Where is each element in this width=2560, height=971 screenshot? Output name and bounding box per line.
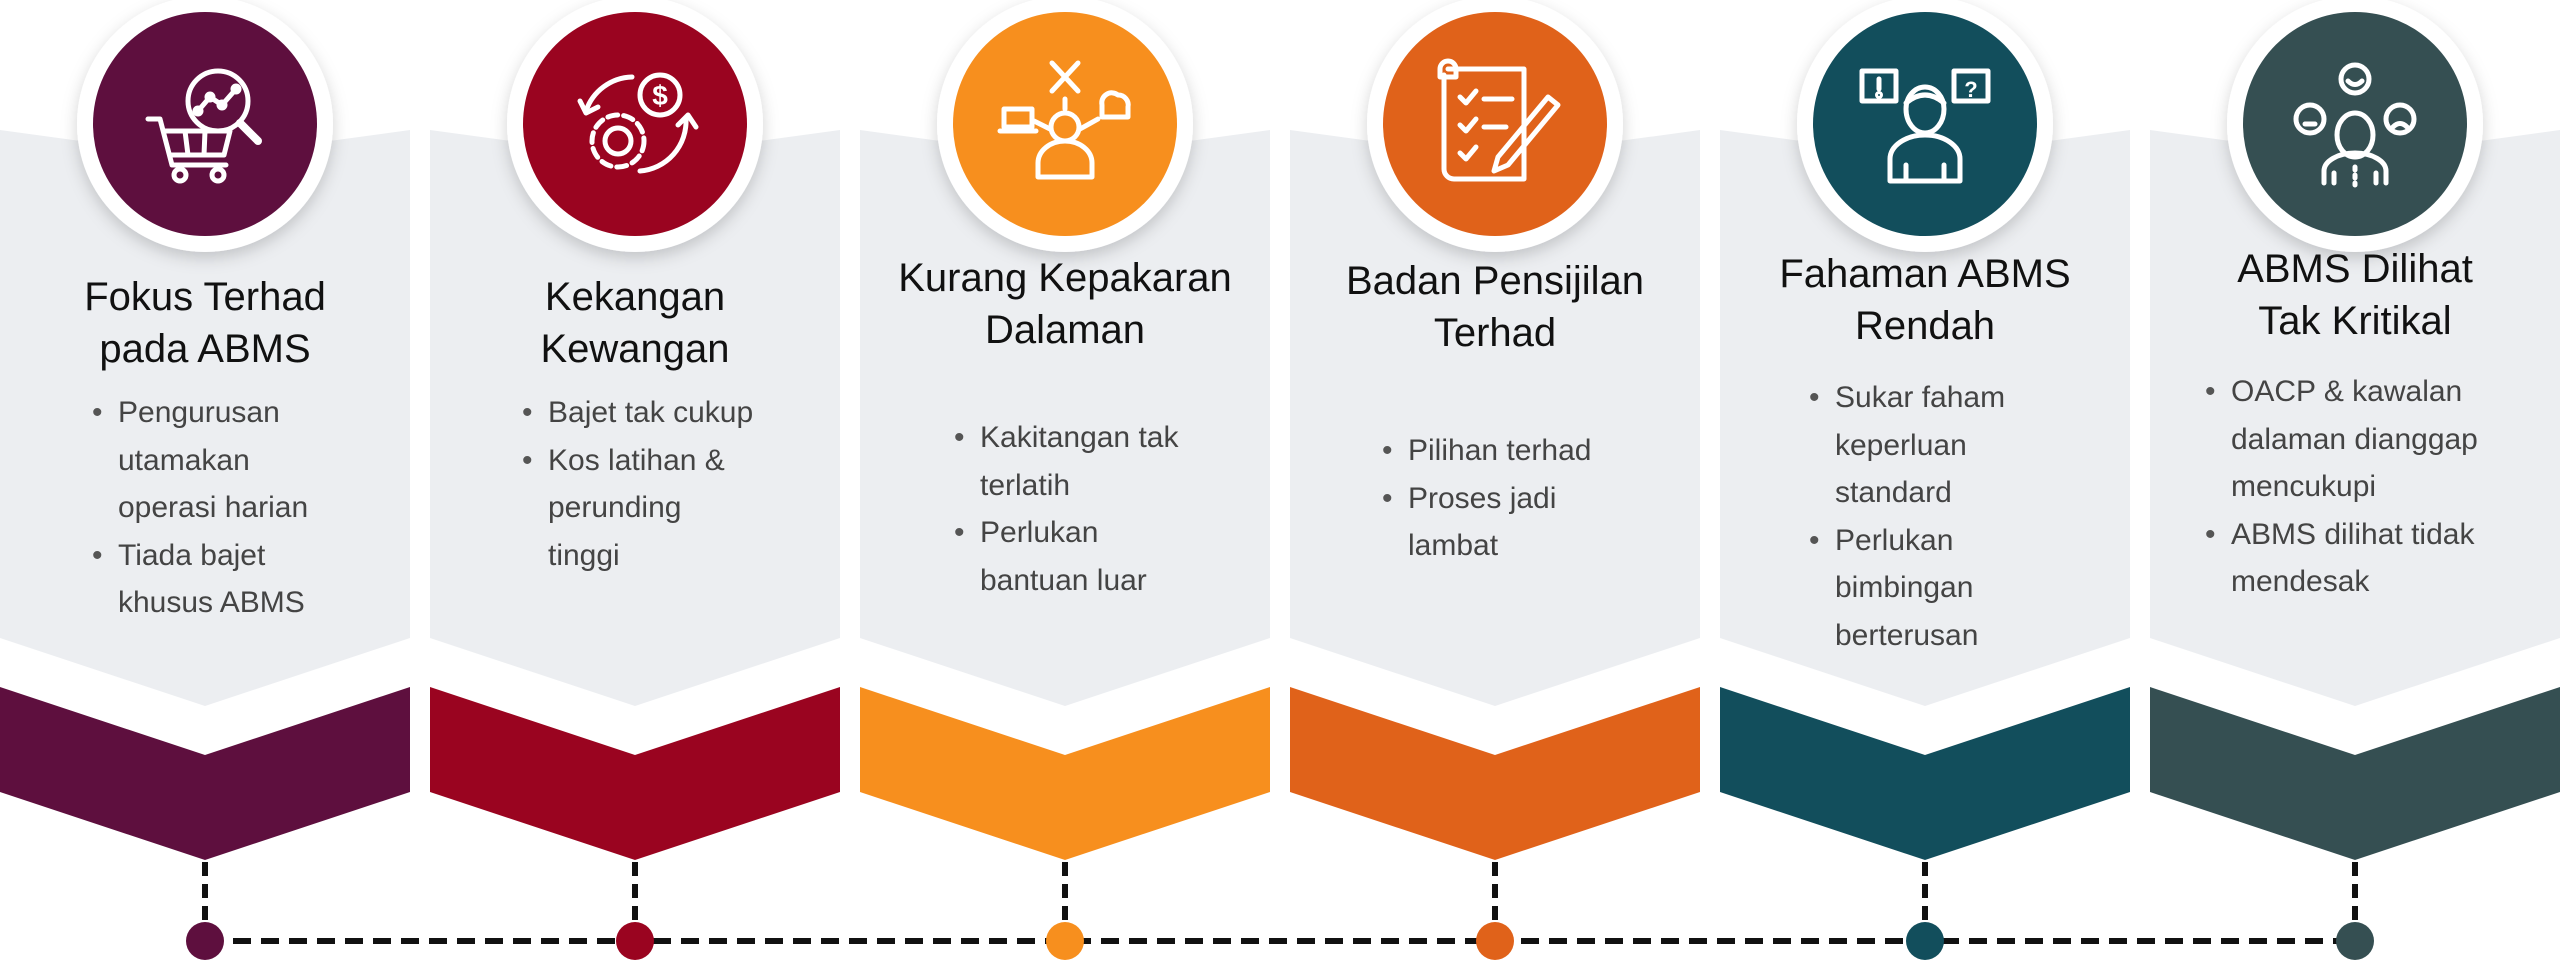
column-4: Badan PensijilanTerhadPilihan terhadPros… xyxy=(1290,0,1700,971)
bullet-line: Proses jadi xyxy=(1408,481,1557,515)
bullet-line: Bajet tak cukup xyxy=(548,396,754,429)
bullet-item: Bajet tak cukup xyxy=(522,389,754,437)
column-chevron xyxy=(1720,687,2130,860)
column-title: Fokus Terhad pada ABMS xyxy=(0,271,410,375)
bullet-line: standard xyxy=(1835,476,1952,509)
bullet-line: Pengurusan xyxy=(118,396,280,429)
column-title-line: Fahaman ABMS xyxy=(1779,252,2071,296)
column-title-line: Kekangan xyxy=(544,275,726,319)
bullet-item: Kakitangan tak terlatih xyxy=(954,414,1179,509)
expert-tools-person-icon xyxy=(997,60,1131,180)
bullet-line: tinggi xyxy=(548,538,620,572)
icon-circle xyxy=(523,12,747,236)
bullet-line: ABMS dilihat tidak xyxy=(2231,517,2475,551)
bullet-item: ABMS dilihat tidak mendesak xyxy=(2205,511,2478,606)
person-emotions-icon xyxy=(2293,62,2417,188)
bullet-list: Kakitangan tak terlatihPerlukan bantuan lu… xyxy=(954,414,1179,604)
bullet-list: OACP & kawalan dalaman dianggap mencukupiA… xyxy=(2205,368,2478,606)
column-title-line: Fokus Terhad xyxy=(84,275,326,319)
bullet-line: mendesak xyxy=(2231,565,2370,598)
bullet-line: lambat xyxy=(1408,529,1499,562)
icon-circle xyxy=(2243,12,2467,236)
column-title-line: Badan Pensijilan xyxy=(1346,259,1644,303)
column-chevron xyxy=(430,687,840,860)
column-1: Fokus Terhad pada ABMS Pengurusan utamakan o… xyxy=(0,0,410,971)
shopping-cart-analytics-icon xyxy=(145,68,262,184)
column-chevron xyxy=(1290,687,1700,860)
icon-circle xyxy=(93,12,317,236)
bullet-line: keperluan xyxy=(1835,428,1967,462)
bullet-line: khusus ABMS xyxy=(118,586,305,619)
icon-circle xyxy=(1813,12,2037,236)
checklist-pen-icon xyxy=(1437,58,1561,182)
bullet-item: Pilihan terhad xyxy=(1382,427,1592,475)
person-question-icon: ? xyxy=(1859,68,1991,184)
column-chevron xyxy=(2150,687,2560,860)
bullet-item: Perlukan bantuan luar xyxy=(954,509,1178,604)
column-title-line: ABMS Dilihat xyxy=(2237,247,2473,291)
column-title-line: Tak Kritikal xyxy=(2258,299,2452,343)
bullet-item: Pengurusan utamakan operasi harian xyxy=(92,389,309,532)
column-title-line: Rendah xyxy=(1854,304,1996,348)
bullet-list: Sukar faham keperluan standardPerlukan bimb… xyxy=(1809,374,2006,660)
timeline-dot xyxy=(616,922,654,960)
timeline-dot xyxy=(1906,922,1944,960)
bullet-line: Pilihan terhad xyxy=(1408,434,1592,467)
column-3: Kurang KepakaranDalamanKakitangan tak ter… xyxy=(860,0,1270,971)
column-panel xyxy=(1290,130,1700,706)
bullet-item: Kos latihan & perunding tinggi xyxy=(522,437,753,580)
bullet-line: utamakan xyxy=(118,443,250,477)
timeline-dot xyxy=(1476,922,1514,960)
column-title-line: Terhad xyxy=(1433,311,1557,355)
bullet-item: Sukar faham keperluan standard xyxy=(1809,374,2006,517)
bullet-line: mencukupi xyxy=(2231,470,2377,503)
column-title: Fahaman ABMS Rendah xyxy=(1720,248,2130,352)
bullet-list: Bajet tak cukupKos latihan & perunding tin… xyxy=(522,389,754,580)
bullet-line: terlatih xyxy=(980,468,1071,502)
bullet-line: perunding xyxy=(548,491,682,524)
bullet-line: berterusan xyxy=(1835,618,1979,652)
bullet-line: bantuan luar xyxy=(980,563,1147,597)
bullet-item: Tiada bajet khusus ABMS xyxy=(92,532,308,627)
money-gear-cycle-icon: $ xyxy=(577,72,699,174)
bullet-line: Kos latihan & xyxy=(548,443,725,477)
bullet-item: Perlukan bimbingan berterusan xyxy=(1809,517,2005,660)
column-chevron xyxy=(0,687,410,860)
column-title-line: Kurang Kepakaran xyxy=(898,256,1232,300)
column-title-line: Kewangan xyxy=(540,327,730,371)
timeline-dot xyxy=(2336,922,2374,960)
bullet-line: Sukar faham xyxy=(1835,381,2006,414)
svg-text:$: $ xyxy=(652,80,668,111)
bullet-line: operasi harian xyxy=(118,491,309,524)
bullet-line: dalaman dianggap xyxy=(2231,422,2478,456)
bullet-line: Tiada bajet xyxy=(118,538,266,572)
bullet-item: OACP & kawalan dalaman dianggap mencukupi xyxy=(2205,368,2478,511)
timeline-dot xyxy=(1046,922,1084,960)
timeline-dot xyxy=(186,922,224,960)
column-5: Fahaman ABMS RendahSukar faham keperluan st… xyxy=(1720,0,2130,971)
column-title-line: Dalaman xyxy=(984,308,1146,352)
bullet-list: Pilihan terhadProses jadi lambat xyxy=(1382,427,1592,570)
bullet-list: Pengurusan utamakan operasi harianTiada ba… xyxy=(92,389,309,627)
bullet-line: Kakitangan tak xyxy=(980,421,1179,454)
column-title-line: pada ABMS xyxy=(99,327,311,371)
icon-circle xyxy=(953,12,1177,236)
bullet-item: Proses jadi lambat xyxy=(1382,475,1591,570)
svg-text:?: ? xyxy=(1964,77,1977,102)
bullet-line: Perlukan xyxy=(1835,523,1954,557)
column-2: KekanganKewanganBajet tak cukupKos latih… xyxy=(430,0,840,971)
column-chevron xyxy=(860,687,1270,860)
bullet-line: bimbingan xyxy=(1835,571,1974,604)
bullet-line: OACP & kawalan xyxy=(2231,375,2463,408)
bullet-line: Perlukan xyxy=(980,516,1099,549)
